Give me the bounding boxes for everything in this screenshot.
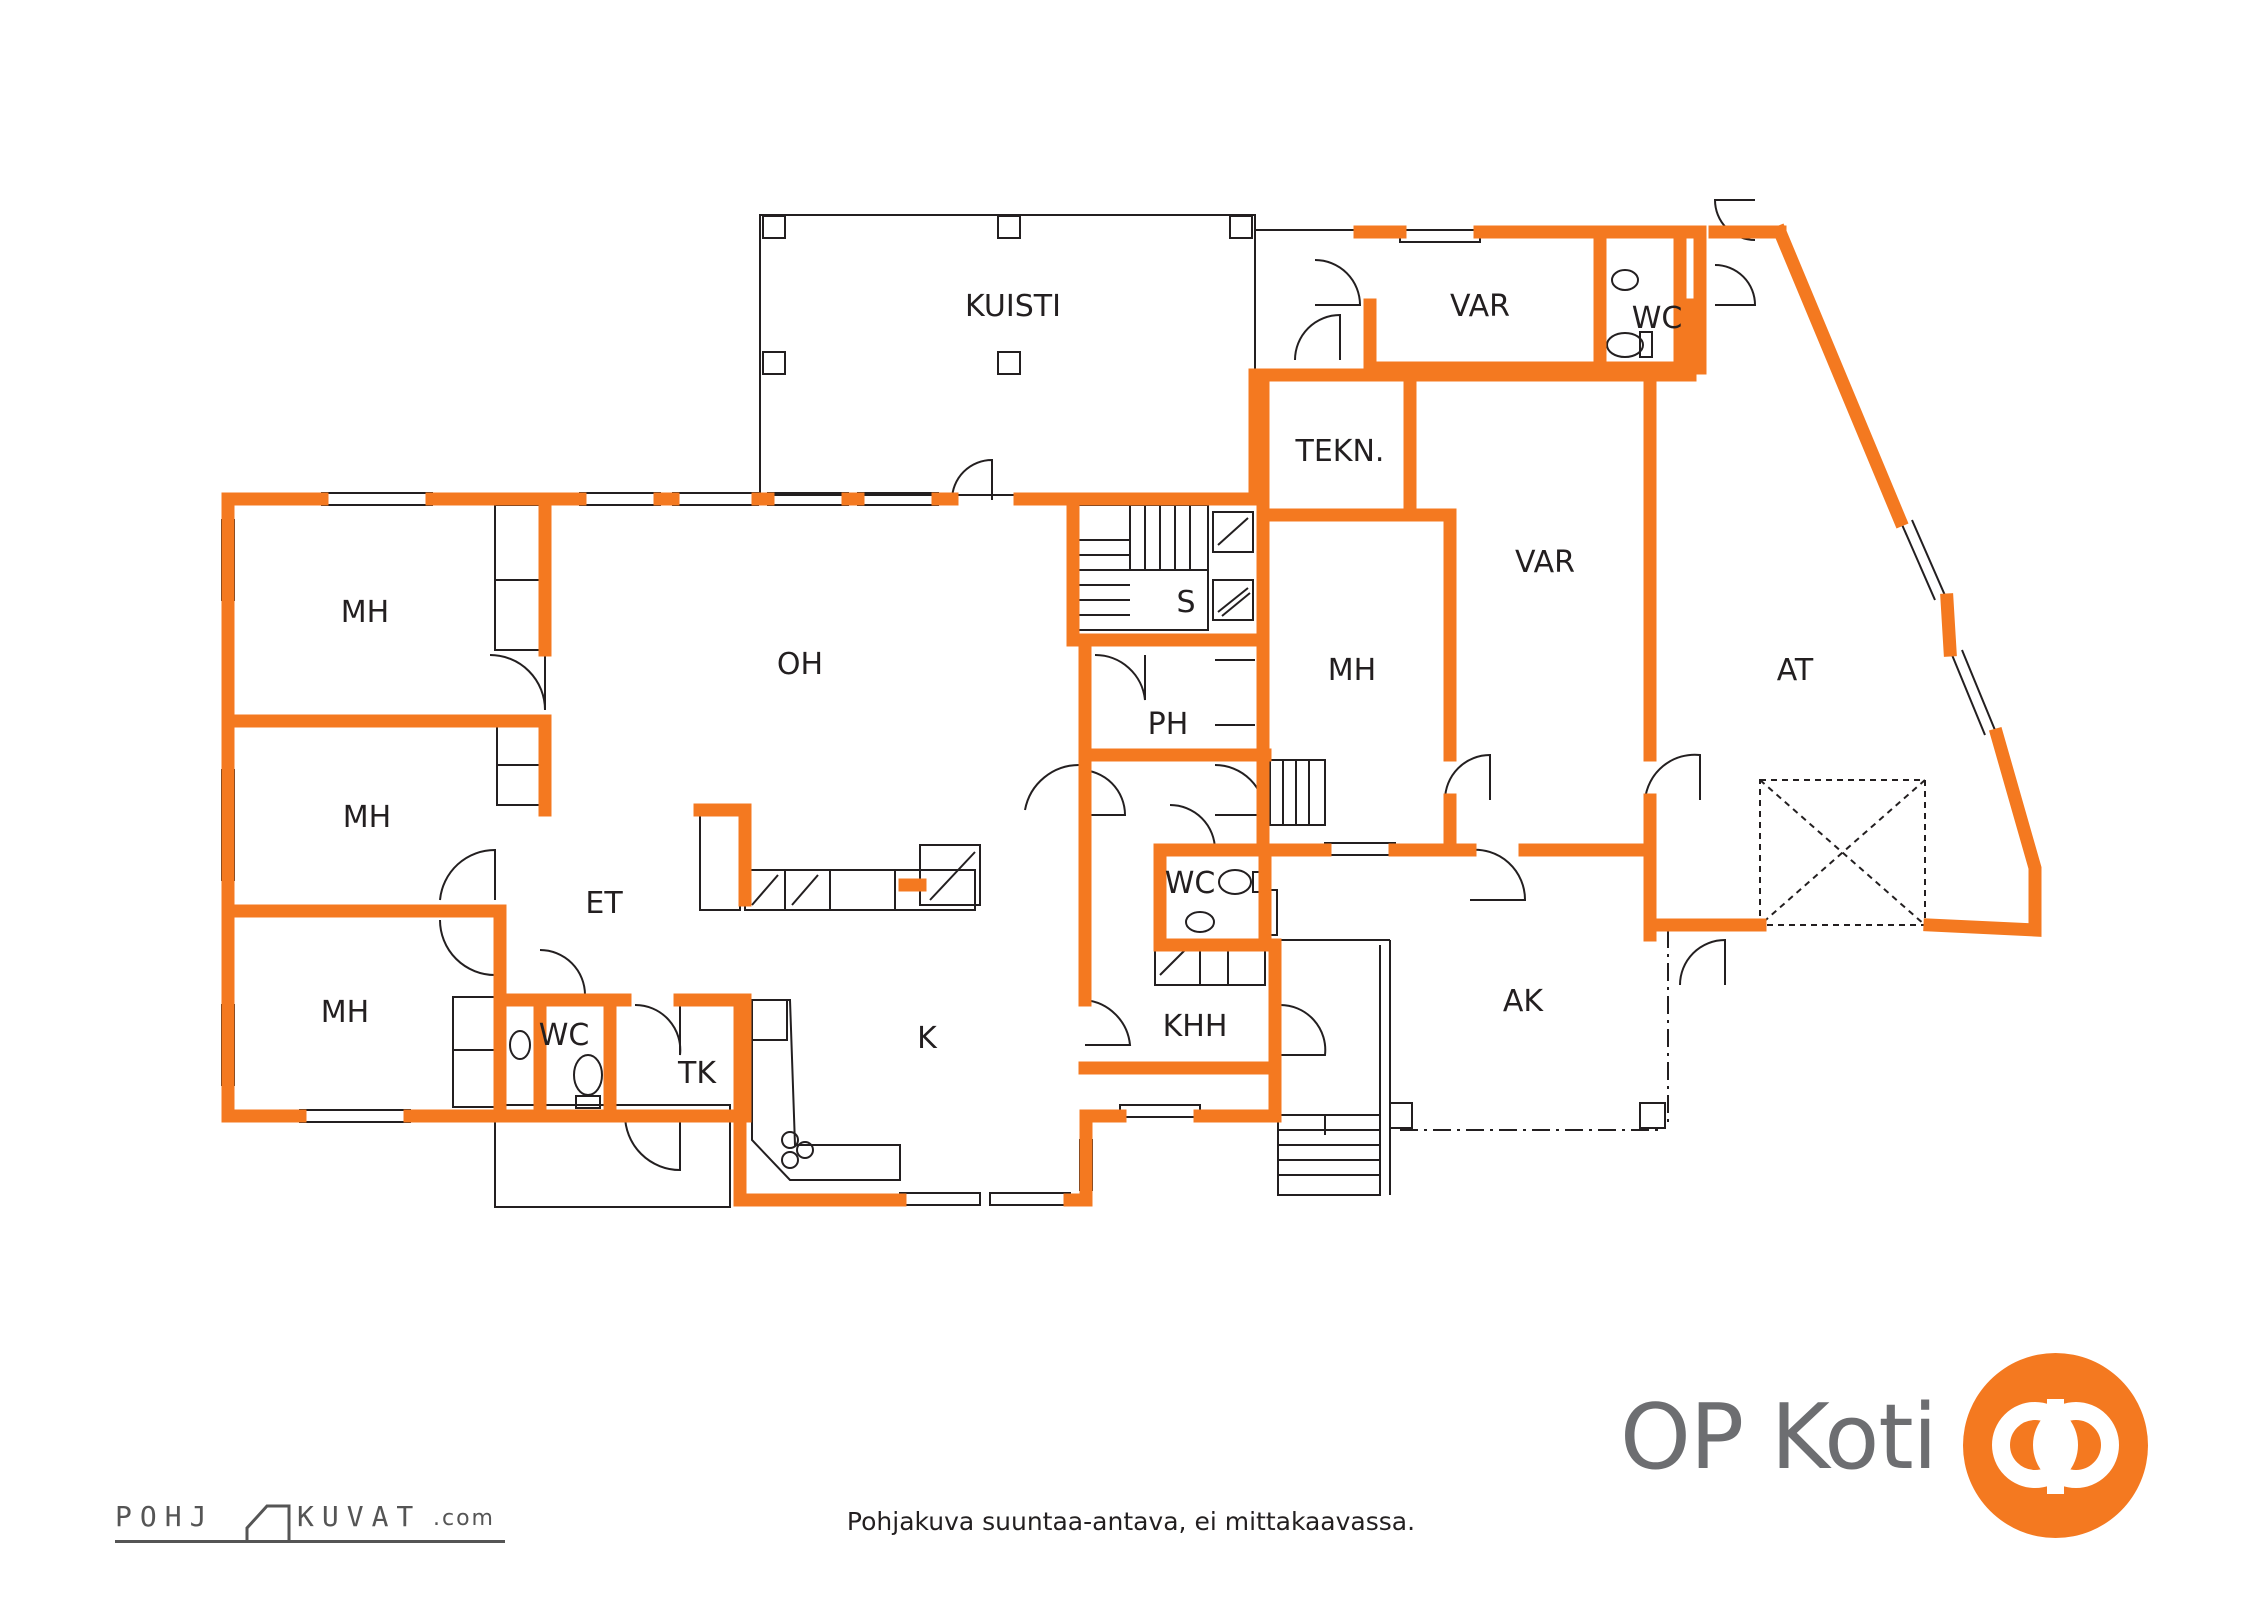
porch-outline <box>759 214 1256 496</box>
room-s-label: S <box>1176 585 1195 620</box>
room-var-top-label: VAR <box>1450 289 1510 324</box>
room-mh1-label: MH <box>341 595 389 630</box>
room-ph-label: PH <box>1148 707 1189 742</box>
room-ak-label: AK <box>1503 984 1545 1019</box>
drafter-logo: POHJ KUVAT .com <box>115 1500 505 1544</box>
room-khh-label: KHH <box>1163 1009 1228 1044</box>
room-k-label: K <box>917 1021 938 1056</box>
room-at-label: AT <box>1777 653 1814 688</box>
walls <box>221 223 2042 1207</box>
drafter-suffix: .com <box>433 1506 495 1531</box>
room-mh3-label: MH <box>321 995 369 1030</box>
drafter-arch-icon <box>245 1504 291 1540</box>
stair-outline <box>1277 1114 1381 1196</box>
room-et-label: ET <box>585 886 623 921</box>
room-mh2-label: MH <box>343 800 391 835</box>
room-tk-label: TK <box>677 1056 717 1091</box>
brand-name: OP Koti <box>1620 1385 1938 1490</box>
disclaimer-text: Pohjakuva suuntaa-antava, ei mittakaavas… <box>846 1507 1416 1536</box>
room-wc-top-label: WC <box>1632 301 1683 336</box>
room-kuisti-label: KUISTI <box>965 289 1061 324</box>
room-oh-label: OH <box>777 647 823 682</box>
room-tekn-label: TEKN. <box>1295 434 1385 469</box>
room-wc-left-label: WC <box>539 1018 590 1053</box>
drafter-mid: KUVAT <box>297 1500 422 1533</box>
room-var-mid-label: VAR <box>1515 545 1575 580</box>
room-wc-center-label: WC <box>1165 866 1216 901</box>
op-logo-icon <box>1963 1353 2148 1538</box>
room-mh-center-label: MH <box>1328 653 1376 688</box>
drafter-prefix: POHJ <box>115 1500 215 1533</box>
